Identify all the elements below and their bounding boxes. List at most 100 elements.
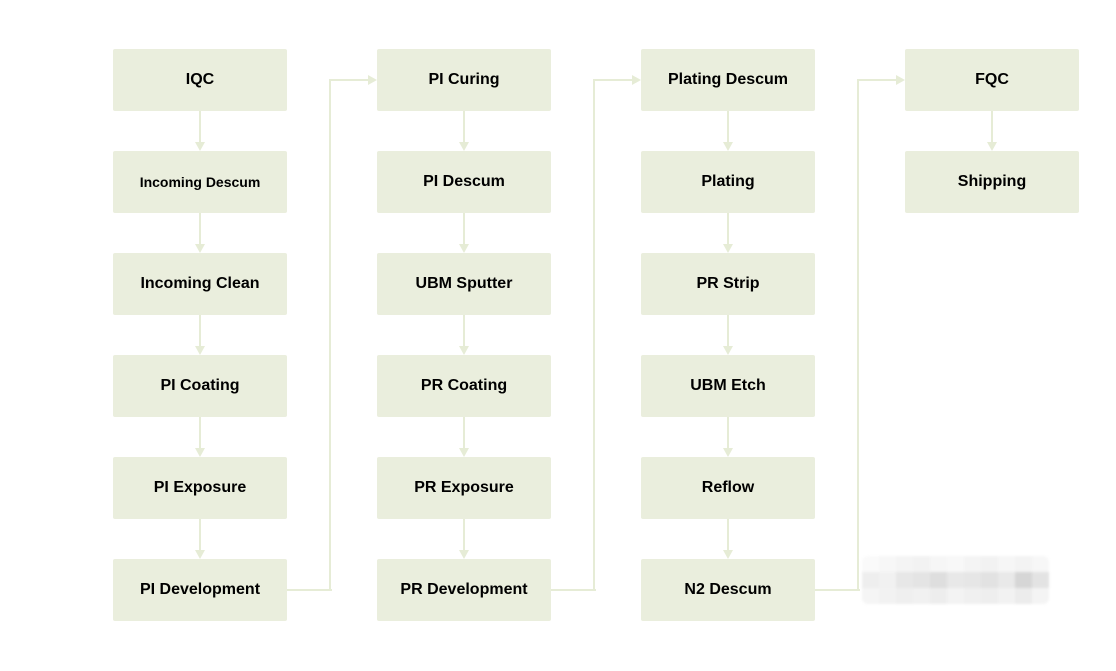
process-step-box: Plating Descum [641, 49, 815, 111]
flow-arrow-stem [199, 315, 201, 346]
watermark-pixel [862, 572, 879, 588]
watermark-pixel [998, 556, 1015, 572]
connector-bottom-segment [551, 589, 596, 591]
connector-vertical-segment [329, 79, 331, 591]
process-step-box: Plating [641, 151, 815, 213]
process-step-box: UBM Sputter [377, 253, 551, 315]
process-step-label: PI Exposure [153, 479, 247, 496]
arrow-down-icon [195, 244, 205, 253]
process-step-label: Plating [701, 173, 755, 190]
blurred-watermark [862, 556, 1049, 604]
arrow-down-icon [459, 142, 469, 151]
process-step-box: FQC [905, 49, 1079, 111]
process-step-label: FQC [975, 71, 1009, 88]
process-step-box: PR Coating [377, 355, 551, 417]
watermark-pixel [879, 556, 896, 572]
process-step-label: Incoming Clean [140, 275, 260, 292]
flow-arrow-stem [199, 417, 201, 448]
flow-arrow-stem [991, 111, 993, 142]
watermark-pixel [1015, 572, 1032, 588]
process-step-label: PR Strip [696, 275, 760, 292]
arrow-down-icon [723, 550, 733, 559]
flow-arrow-stem [727, 519, 729, 550]
arrow-down-icon [987, 142, 997, 151]
process-step-box: PI Coating [113, 355, 287, 417]
watermark-pixel [913, 572, 930, 588]
process-step-label: Shipping [957, 173, 1027, 190]
process-step-label: IQC [185, 71, 215, 88]
watermark-pixel [981, 588, 998, 604]
connector-vertical-segment [593, 79, 595, 591]
process-step-box: IQC [113, 49, 287, 111]
flow-arrow-stem [463, 519, 465, 550]
watermark-pixel [913, 556, 930, 572]
process-step-box: Reflow [641, 457, 815, 519]
process-step-label: UBM Etch [690, 377, 766, 394]
flow-arrow-stem [199, 111, 201, 142]
watermark-pixel [862, 556, 879, 572]
process-step-label: PI Descum [423, 173, 505, 190]
process-step-box: UBM Etch [641, 355, 815, 417]
flow-arrow-stem [463, 111, 465, 142]
watermark-pixel [981, 572, 998, 588]
process-step-box: Incoming Clean [113, 253, 287, 315]
process-step-box: PR Development [377, 559, 551, 621]
watermark-pixel [879, 588, 896, 604]
process-step-label: Incoming Descum [139, 174, 261, 190]
connector-top-segment [329, 79, 368, 81]
connector-top-segment [857, 79, 896, 81]
process-step-box: N2 Descum [641, 559, 815, 621]
connector-top-segment [593, 79, 632, 81]
arrow-right-icon [368, 75, 377, 85]
watermark-pixel [1032, 556, 1049, 572]
arrow-down-icon [723, 142, 733, 151]
flow-arrow-stem [199, 519, 201, 550]
watermark-pixel [913, 588, 930, 604]
watermark-pixel [981, 556, 998, 572]
process-step-box: PR Exposure [377, 457, 551, 519]
watermark-pixel [964, 556, 981, 572]
arrow-down-icon [459, 244, 469, 253]
arrow-down-icon [723, 244, 733, 253]
connector-vertical-segment [857, 79, 859, 591]
watermark-pixel [896, 556, 913, 572]
connector-bottom-segment [815, 589, 860, 591]
watermark-pixel [947, 588, 964, 604]
watermark-pixel [930, 588, 947, 604]
flow-arrow-stem [727, 111, 729, 142]
watermark-pixel [1032, 588, 1049, 604]
watermark-pixel [1032, 572, 1049, 588]
process-step-label: UBM Sputter [415, 275, 513, 292]
process-step-label: Reflow [701, 479, 755, 496]
arrow-down-icon [459, 448, 469, 457]
watermark-pixel [964, 572, 981, 588]
flow-arrow-stem [463, 417, 465, 448]
arrow-right-icon [896, 75, 905, 85]
flow-arrow-stem [727, 213, 729, 244]
process-step-box: Shipping [905, 151, 1079, 213]
arrow-down-icon [723, 448, 733, 457]
watermark-pixel [964, 588, 981, 604]
watermark-pixel [998, 572, 1015, 588]
flow-arrow-stem [727, 315, 729, 346]
watermark-pixel [930, 556, 947, 572]
flow-arrow-stem [199, 213, 201, 244]
watermark-pixel [947, 572, 964, 588]
watermark-row [862, 572, 1049, 588]
arrow-down-icon [459, 550, 469, 559]
process-step-box: PI Exposure [113, 457, 287, 519]
watermark-pixel [879, 572, 896, 588]
watermark-pixel [1015, 556, 1032, 572]
watermark-pixel [947, 556, 964, 572]
arrow-down-icon [195, 550, 205, 559]
watermark-row [862, 556, 1049, 572]
arrow-down-icon [459, 346, 469, 355]
process-step-box: PI Development [113, 559, 287, 621]
process-step-label: Plating Descum [667, 71, 789, 88]
process-step-box: PR Strip [641, 253, 815, 315]
process-step-label: PR Exposure [414, 479, 514, 496]
flow-arrow-stem [727, 417, 729, 448]
process-step-box: PI Curing [377, 49, 551, 111]
